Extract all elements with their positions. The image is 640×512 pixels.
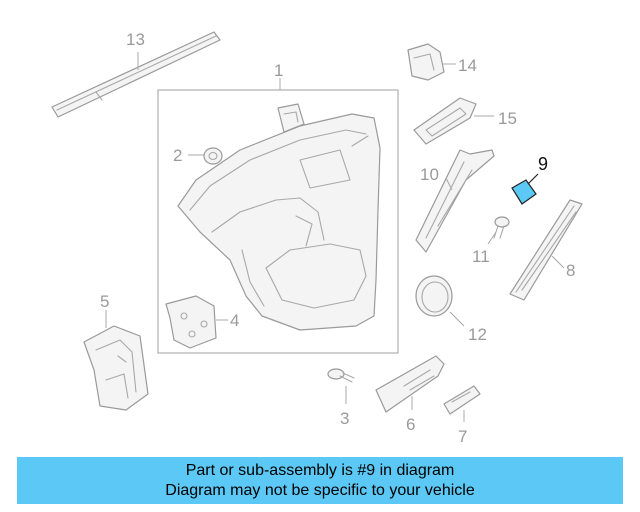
- part-14-switch: [407, 43, 456, 81]
- callout-8: 8: [566, 261, 575, 280]
- part-6-trim-strip: [375, 355, 445, 413]
- info-banner: Part or sub-assembly is #9 in diagram Di…: [17, 457, 623, 504]
- callout-10: 10: [420, 165, 439, 184]
- part-10-trim-strip: [415, 149, 495, 253]
- callout-4: 4: [230, 311, 239, 330]
- callout-6: 6: [406, 415, 415, 434]
- callout-2: 2: [173, 146, 182, 165]
- part-4-bracket: [165, 295, 228, 349]
- callout-14: 14: [458, 56, 477, 75]
- part-1-clip: [277, 103, 305, 133]
- part-5-switch-housing: [83, 310, 149, 411]
- callout-5: 5: [100, 292, 109, 311]
- callout-9: 9: [538, 154, 548, 174]
- callout-7: 7: [458, 427, 467, 446]
- part-15-pull-handle: [413, 97, 494, 145]
- part-7-plate: [443, 385, 481, 422]
- part-1-door-trim-panel: [157, 78, 399, 354]
- callout-15: 15: [498, 109, 517, 128]
- part-13-belt-molding: [51, 31, 221, 118]
- callout-3: 3: [340, 409, 349, 428]
- banner-line-2: Diagram may not be specific to your vehi…: [165, 481, 475, 499]
- callout-11: 11: [472, 247, 490, 266]
- part-12-speaker-grille: [415, 275, 465, 327]
- callout-12: 12: [468, 325, 487, 344]
- part-8-long-trim: [509, 199, 583, 301]
- callout-13: 13: [126, 30, 145, 49]
- part-2-push-pin: [188, 147, 223, 165]
- part-9-highlighted-clip: [511, 173, 539, 205]
- part-3-screw: [327, 368, 355, 404]
- part-11-screw: [487, 216, 510, 245]
- callout-1: 1: [274, 61, 283, 80]
- banner-line-1: Part or sub-assembly is #9 in diagram: [185, 461, 455, 479]
